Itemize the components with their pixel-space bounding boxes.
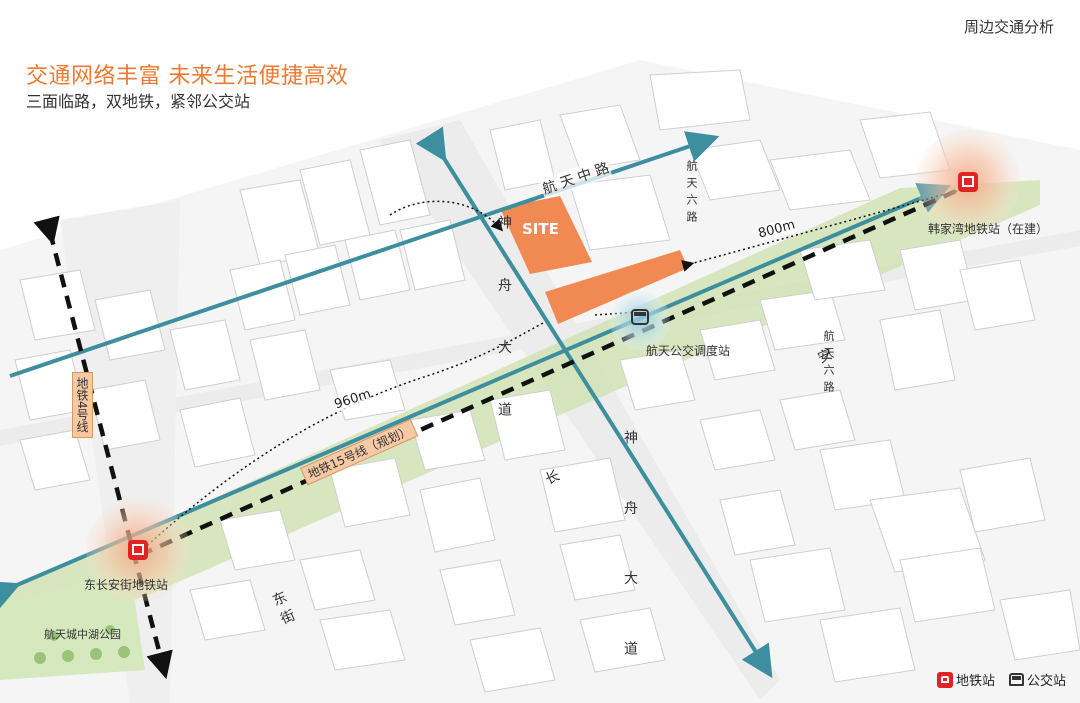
site-label: SITE xyxy=(522,220,559,238)
metro-line-4-label: 地铁4号线 xyxy=(72,372,93,438)
road-label-hangtian-liu-south: 航天六路 xyxy=(822,330,835,398)
metro-line-4 xyxy=(33,215,173,680)
bus-icon xyxy=(1008,673,1024,686)
station-label-bus-depot: 航天公交调度站 xyxy=(646,344,731,358)
walking-routes xyxy=(139,189,961,553)
legend: 地铁站 公交站 xyxy=(936,670,1066,689)
road-label-hangtian-liu-north: 航天六路 xyxy=(685,160,698,228)
route-north xyxy=(389,200,504,232)
bus-depot-halo xyxy=(610,290,670,350)
bus-station-icon[interactable] xyxy=(631,309,649,325)
headline: 交通网络丰富 未来生活便捷高效 xyxy=(26,64,349,89)
legend-metro-label: 地铁站 xyxy=(955,674,995,689)
road-label-shenzhou-upper: 神 舟 大 道 xyxy=(496,215,512,439)
station-label-hanjiawan: 韩家湾地铁站（在建） xyxy=(928,222,1049,236)
legend-bus-label: 公交站 xyxy=(1026,674,1066,689)
legend-metro: 地铁站 xyxy=(936,670,995,689)
metro-icon xyxy=(936,671,953,688)
metro-line-15 xyxy=(139,184,966,558)
page-title: 周边交通分析 xyxy=(963,18,1054,36)
metro-lines xyxy=(33,184,966,680)
park-label: 航天城中湖公园 xyxy=(44,628,121,641)
metro-station-icon-hanjiawan[interactable] xyxy=(958,172,978,192)
station-label-dongchangan: 东长安街地铁站 xyxy=(84,578,169,592)
road-label-shenzhou-lower: 神 舟 大 道 xyxy=(622,430,638,682)
route-960m xyxy=(139,321,546,553)
legend-bus: 公交站 xyxy=(1008,670,1066,689)
subline: 三面临路，双地铁，紧邻公交站 xyxy=(26,92,251,111)
metro-station-icon-dongchangan[interactable] xyxy=(128,540,148,560)
